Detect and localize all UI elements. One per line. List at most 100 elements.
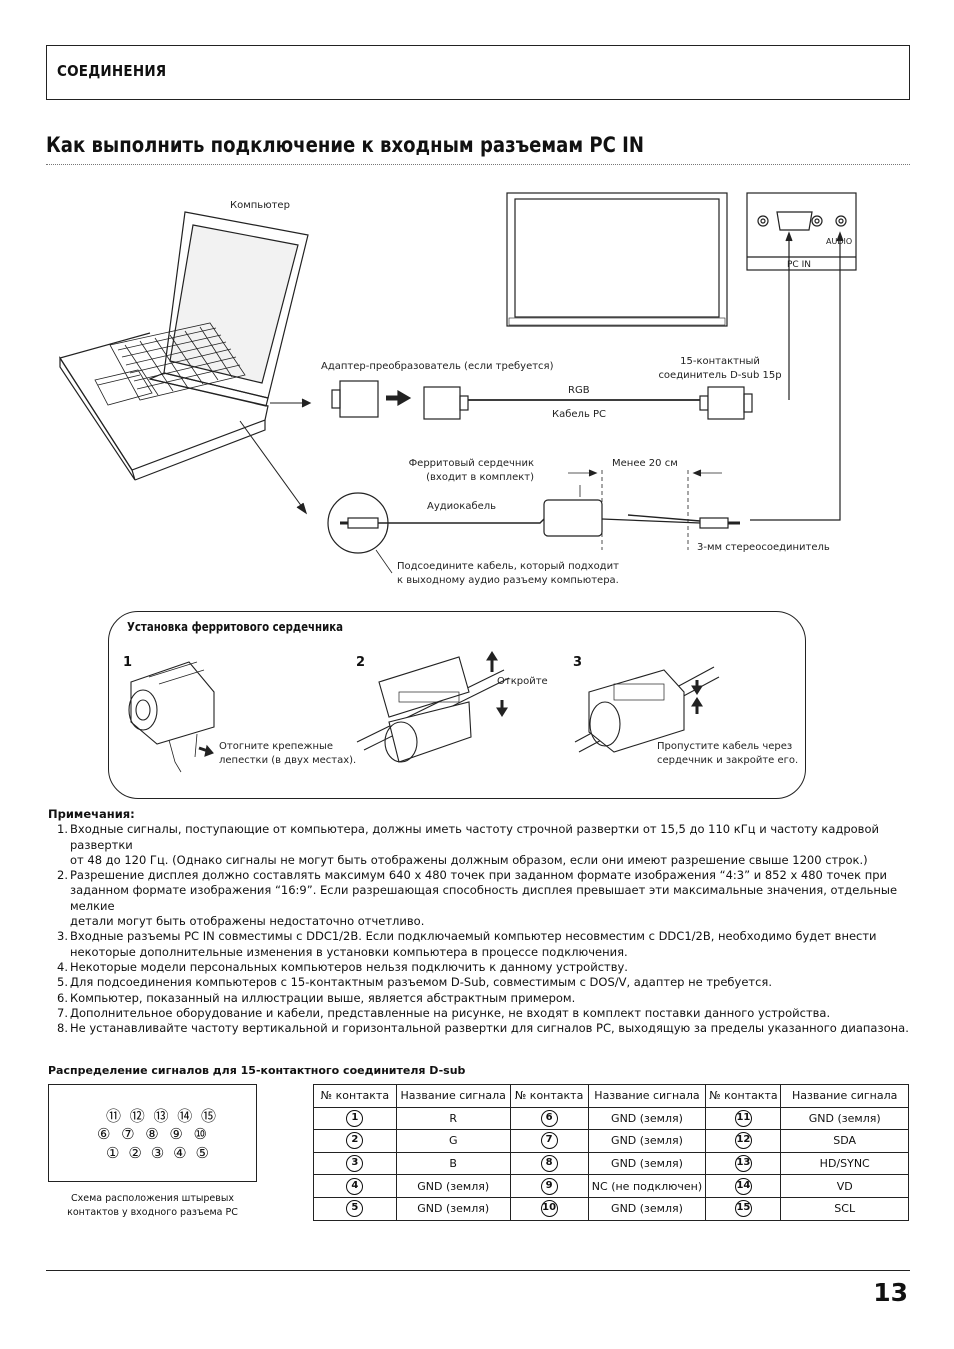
pc-cable-illustration <box>423 386 753 420</box>
pin-number: 1 <box>346 1109 364 1127</box>
pin-caption: Схема расположения штыревых контактов у … <box>48 1192 257 1220</box>
pin-number-cell: 5 <box>313 1196 397 1221</box>
page-title: Как выполнить подключение к входным разъ… <box>46 133 645 157</box>
label-ferrite-line2: (входит в комплект) <box>426 472 534 483</box>
note-number: 7. <box>57 1005 68 1020</box>
note-number: 3. <box>57 929 68 944</box>
column-header: № контакта <box>509 1084 589 1108</box>
step-2-number: 2 <box>356 655 366 670</box>
label-computer: Компьютер <box>230 200 290 211</box>
pin-number: 9 <box>540 1177 558 1195</box>
pin-number: 6 <box>540 1109 558 1127</box>
pc-in-panel-illustration <box>746 192 857 271</box>
label-pass-cable: Пропустите кабель через сердечник и закр… <box>657 740 798 768</box>
ferrite-core-closed <box>128 661 215 773</box>
section-header-box: СОЕДИНЕНИЯ <box>46 45 910 100</box>
label-ferrite-line1: Ферритовый сердечник <box>408 458 534 469</box>
footer-divider <box>46 1270 910 1271</box>
pin-number-cell: 15 <box>705 1196 782 1221</box>
table-header-row: № контакта Название сигнала № контакта Н… <box>313 1084 909 1108</box>
note-text: Разрешение дисплея должно составлять мак… <box>70 868 888 883</box>
pin-number: 3 <box>346 1155 364 1173</box>
ferrite-core-on-cable <box>574 666 720 753</box>
pin-caption-line2: контактов у входного разъема PC <box>67 1207 238 1218</box>
note-item: 8.Не устанавливайте частоту вертикальной… <box>48 1021 910 1036</box>
pin-label: ⑬ <box>153 1107 169 1125</box>
label-connect-line1: Подсоедините кабель, который подходит <box>397 561 619 572</box>
note-item: 2.Разрешение дисплея должно составлять м… <box>48 868 910 929</box>
pin-number: 10 <box>540 1200 558 1218</box>
pin-number-cell: 4 <box>313 1174 397 1198</box>
label-adapter: Адаптер-преобразователь (если требуется) <box>321 361 554 372</box>
notes-list: 1.Входные сигналы, поступающие от компью… <box>48 822 910 1036</box>
pin-number: 14 <box>734 1177 752 1195</box>
ferrite-core-open <box>356 656 510 763</box>
table-row: 3 B 8 GND (земля) 13 HD/SYNC <box>313 1151 909 1176</box>
signal-name-cell: GND (земля) <box>395 1196 511 1221</box>
note-item: 3.Входные разъемы PC IN совместимы с DDC… <box>48 929 910 960</box>
label-bend-tabs: Отогните крепежные лепестки (в двух мест… <box>219 740 356 768</box>
label-bend-line2: лепестки (в двух местах). <box>219 755 357 766</box>
label-dsub-line2: соединитель D-sub 15p <box>658 370 782 381</box>
signal-name-cell: GND (земля) <box>780 1106 909 1131</box>
note-text: Не устанавливайте частоту вертикальной и… <box>70 1021 909 1036</box>
label-ferrite: Ферритовый сердечник (входит в комплект) <box>384 457 534 485</box>
label-less-20cm: Менее 20 см <box>612 458 678 469</box>
signal-name-cell: GND (земля) <box>587 1106 707 1131</box>
table-row: 4 GND (земля) 9 NC (не подключен) 14 VD <box>313 1174 909 1198</box>
label-audio: AUDIO <box>826 237 853 246</box>
note-text: Входные сигналы, поступающие от компьюте… <box>70 822 879 852</box>
label-open: Откройте <box>497 676 548 687</box>
signal-name-cell: HD/SYNC <box>780 1151 909 1176</box>
label-audio-cable: Аудиокабель <box>427 501 497 512</box>
adapter-illustration <box>331 380 412 418</box>
note-number: 4. <box>57 959 68 974</box>
note-item: 1.Входные сигналы, поступающие от компью… <box>48 822 910 868</box>
signal-name-cell: GND (земля) <box>395 1174 511 1198</box>
pin-number: 2 <box>346 1132 364 1150</box>
display-illustration <box>506 192 728 327</box>
signal-name-cell: SDA <box>780 1129 909 1153</box>
pin-label: ⑮ <box>200 1107 216 1125</box>
note-item: 4.Некоторые модели персональных компьюте… <box>48 960 910 975</box>
pin-label: ⑪ <box>106 1107 122 1125</box>
pin-number-cell: 1 <box>313 1106 397 1131</box>
pin-number-cell: 14 <box>705 1174 782 1198</box>
signal-name-cell: VD <box>780 1174 909 1198</box>
note-number: 6. <box>57 990 68 1005</box>
label-pc-in: PC IN <box>787 260 811 270</box>
ferrite-steps-illustration <box>128 650 720 773</box>
pin-number: 5 <box>346 1200 364 1218</box>
pin-number-cell: 11 <box>705 1106 782 1131</box>
table-row: 2 G 7 GND (земля) 12 SDA <box>313 1129 909 1153</box>
label-bend-line1: Отогните крепежные <box>219 741 334 752</box>
pin-label: ⑦ <box>121 1125 135 1143</box>
column-header: Название сигнала <box>587 1084 707 1108</box>
notes-section: Примечания: 1.Входные сигналы, поступающ… <box>48 807 910 1036</box>
step-3-number: 3 <box>573 655 583 670</box>
pin-row-top: ⑪ ⑫ ⑬ ⑭ ⑮ <box>106 1105 216 1126</box>
note-text: заданном формате изображения “16:9”. Есл… <box>70 883 898 913</box>
note-text: от 48 до 120 Гц. (Однако сигналы не могу… <box>70 852 868 867</box>
pin-number-cell: 12 <box>705 1129 782 1153</box>
note-text: Для подсоединения компьютеров с 15-конта… <box>70 975 772 990</box>
table-row: 5 GND (земля) 10 GND (земля) 15 SCL <box>313 1196 909 1221</box>
signal-name-cell: R <box>395 1106 511 1131</box>
pin-number-cell: 2 <box>313 1129 397 1153</box>
note-number: 8. <box>57 1021 68 1036</box>
label-stereo-connector: 3-мм стереосоединитель <box>697 542 830 553</box>
page-number: 13 <box>873 1278 908 1307</box>
pin-number: 12 <box>734 1132 752 1150</box>
pin-number-cell: 10 <box>509 1196 589 1221</box>
signal-name-cell: SCL <box>780 1196 909 1221</box>
column-header: Название сигнала <box>395 1084 511 1108</box>
pin-number-cell: 3 <box>313 1151 397 1176</box>
pin-number: 13 <box>734 1155 752 1173</box>
laptop-illustration <box>59 211 309 481</box>
ferrite-installation-panel: Установка ферритового сердечника 1 2 3 <box>108 611 806 799</box>
pin-layout-box: ⑪ ⑫ ⑬ ⑭ ⑮ ⑥ ⑦ ⑧ ⑨ ⑩ ① ② ③ ④ ⑤ <box>48 1084 257 1182</box>
pin-number-cell: 9 <box>509 1174 589 1198</box>
note-text: Некоторые модели персональных компьютеро… <box>70 959 628 974</box>
pin-label: ⑤ <box>195 1144 209 1162</box>
pin-heading: Распределение сигналов для 15-контактног… <box>48 1064 466 1077</box>
